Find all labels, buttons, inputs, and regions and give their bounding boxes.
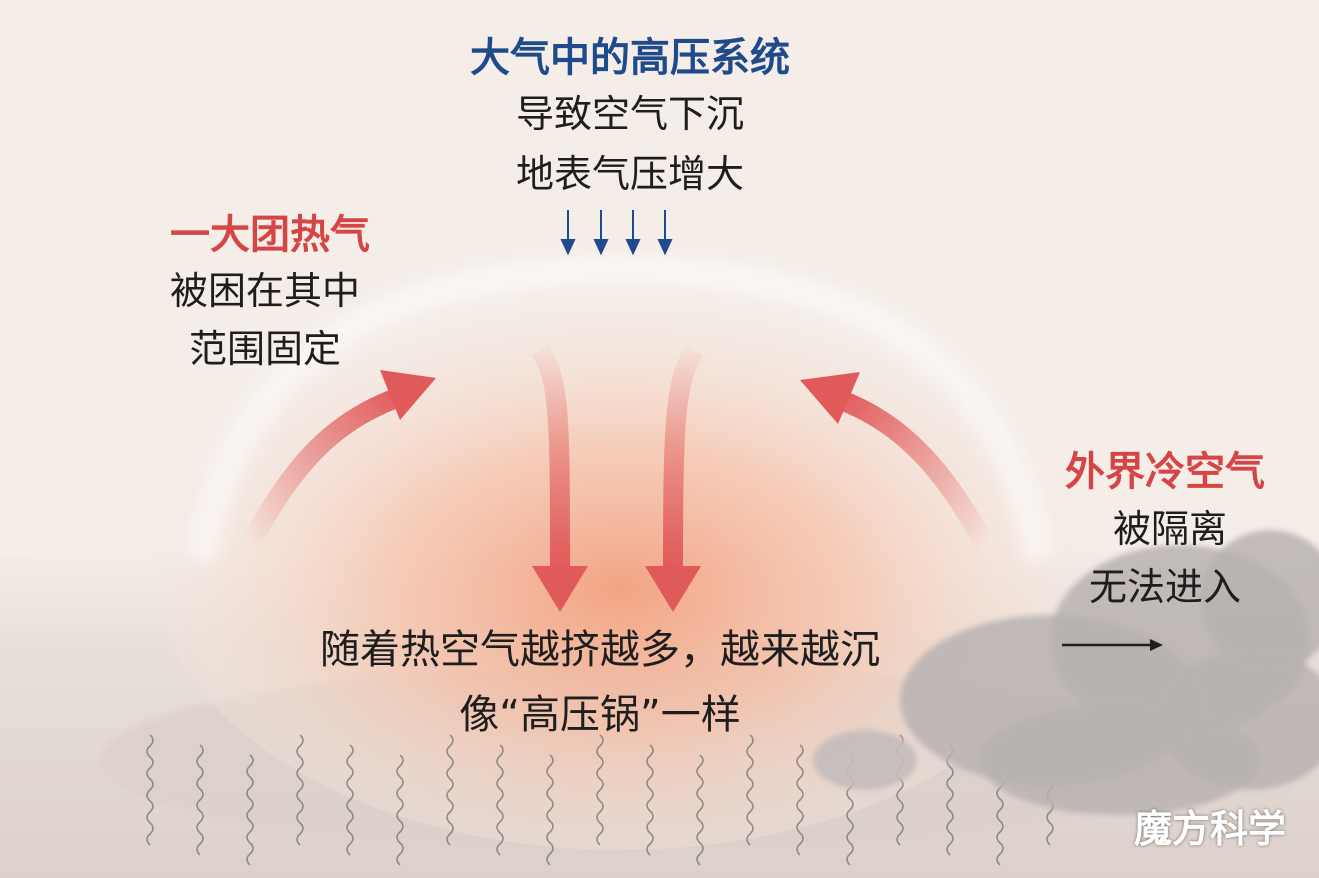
hot-air-rising-left-arrow	[241, 370, 436, 550]
heat-wave-line	[496, 744, 504, 856]
sinking-air-arrows	[560, 210, 673, 256]
hot-air-rising-right-arrow	[800, 372, 994, 550]
high-pressure-title: 大气中的高压系统	[470, 35, 790, 81]
small-cloud	[813, 730, 917, 790]
sinking-left-arrow	[531, 344, 588, 612]
center-caption-line2: 像“高压锅”一样	[459, 692, 741, 738]
isolated-text: 被隔离	[1112, 507, 1227, 551]
heat-wave-line	[946, 744, 954, 856]
sinking-right-arrow	[645, 344, 704, 612]
heat-wave-line	[296, 734, 304, 846]
heat-wave-line	[246, 754, 254, 866]
heat-wave-line	[546, 754, 554, 866]
heat-wave-line	[146, 734, 154, 846]
heat-wave-line	[796, 744, 804, 856]
heat-wave-line	[746, 734, 754, 846]
heat-wave-line	[346, 744, 354, 856]
cannot-enter-text: 无法进入	[1088, 565, 1241, 609]
trapped-text: 被困在其中	[169, 269, 360, 313]
heat-wave-line	[596, 734, 604, 846]
right-arrow-icon	[1062, 639, 1163, 651]
sinking-air-text: 导致空气下沉	[515, 92, 744, 136]
down-arrow-icon	[657, 210, 673, 256]
dome-outline	[185, 254, 1055, 563]
heat-wave-line	[196, 744, 204, 856]
fixed-range-text: 范围固定	[188, 327, 341, 371]
heat-wave-line	[396, 754, 404, 866]
cold-air-title: 外界冷空气	[1065, 449, 1265, 495]
watermark-text: 魔方科学	[1133, 807, 1286, 851]
pressure-increase-text: 地表气压增大	[515, 152, 744, 196]
down-arrow-icon	[593, 210, 609, 256]
heat-wave-line	[646, 744, 654, 856]
cold-air-cloud	[900, 530, 1319, 815]
down-arrow-icon	[625, 210, 641, 256]
center-caption-line1: 随着热空气越挤越多，越来越沉	[320, 627, 880, 673]
down-arrow-icon	[560, 210, 576, 256]
heat-wave-line	[446, 734, 454, 846]
heat-wave-line	[696, 754, 704, 866]
hot-air-title: 一大团热气	[170, 212, 370, 258]
